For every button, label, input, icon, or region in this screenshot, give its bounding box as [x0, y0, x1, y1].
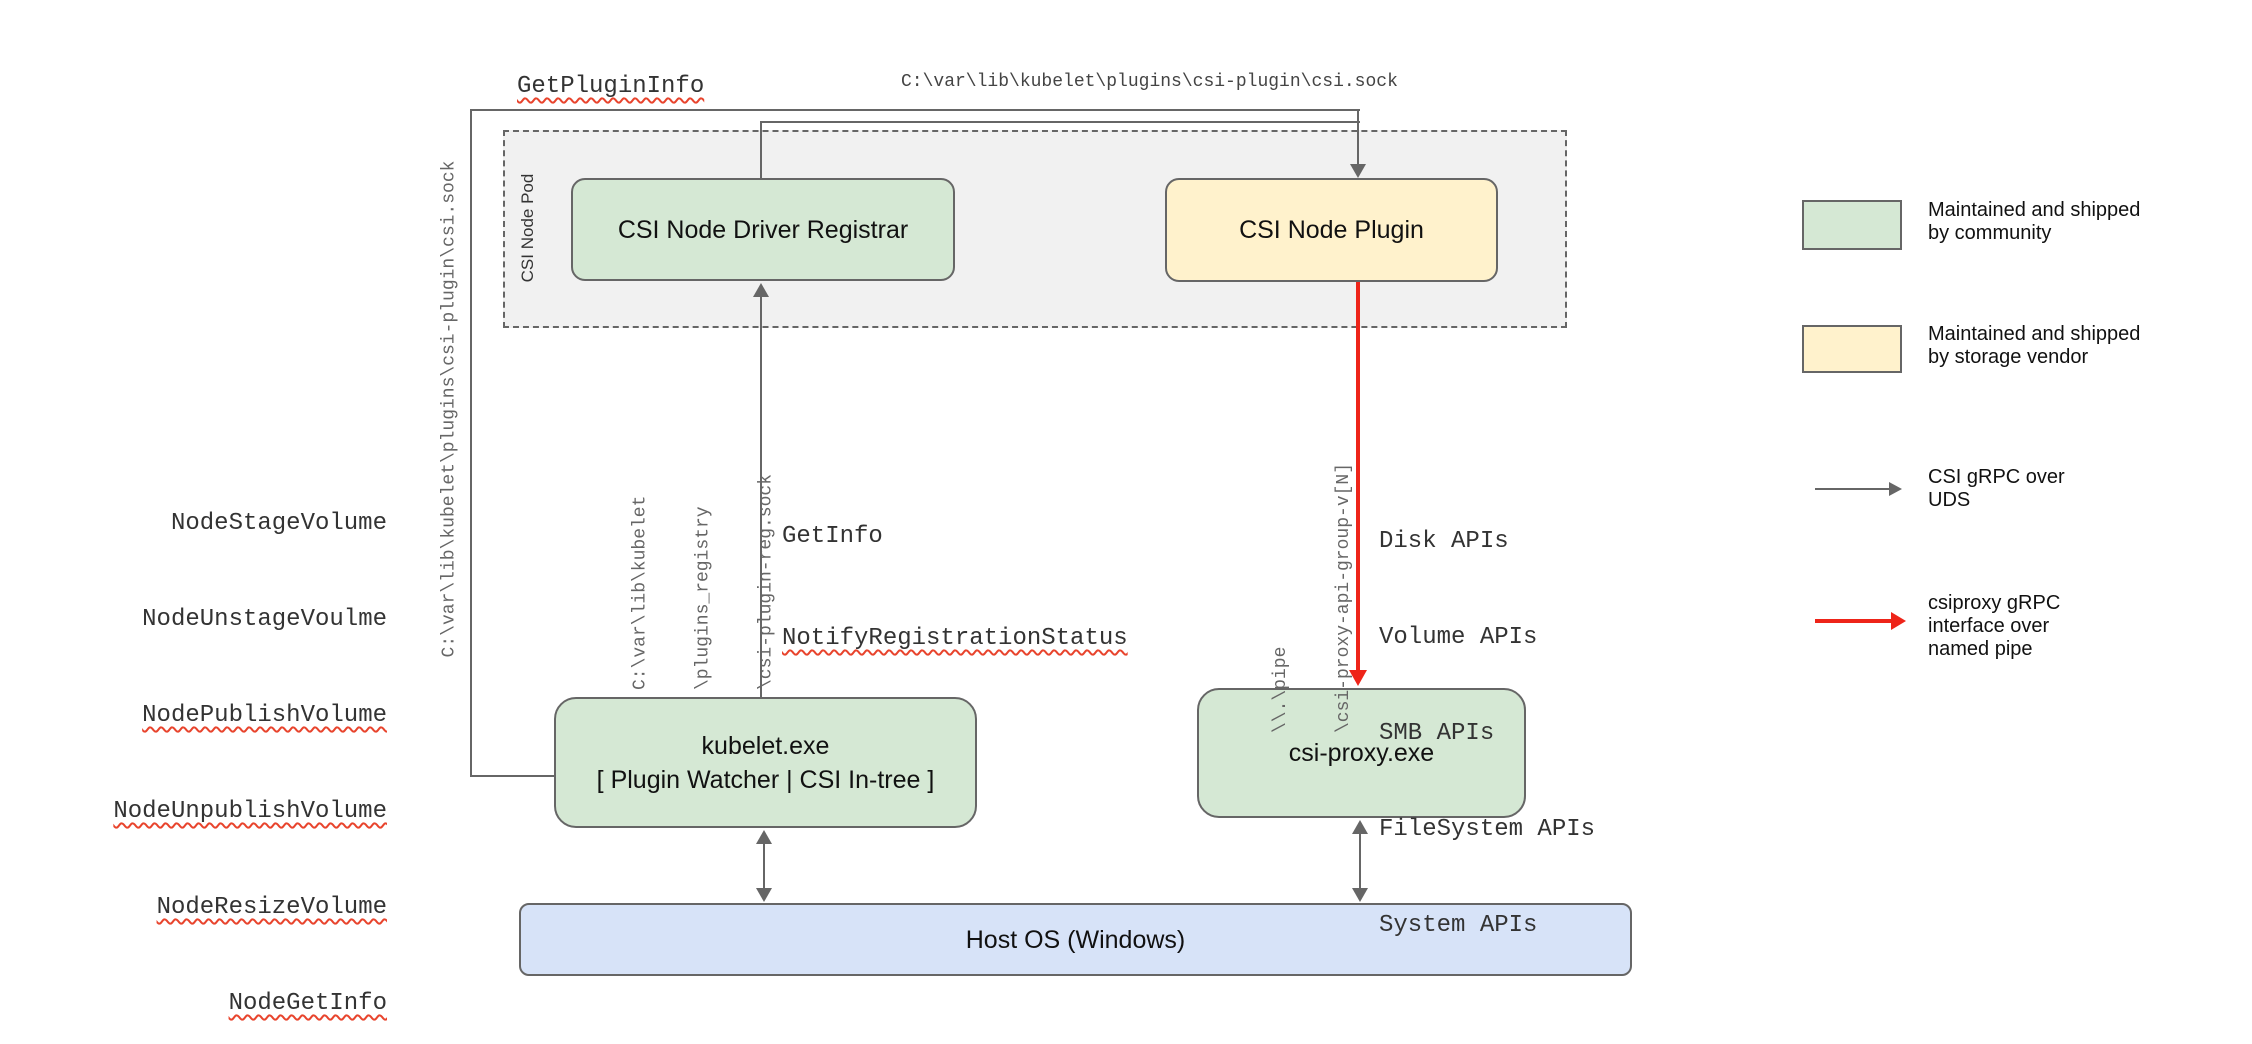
node-rpc-item: NodeResizeVolume [156, 894, 387, 921]
legend-uds-text: CSI gRPC over UDS [1928, 466, 2065, 512]
csi-node-driver-registrar-label: CSI Node Driver Registrar [617, 215, 909, 244]
kubelet-label-line2: [ Plugin Watcher | CSI In-tree ] [596, 765, 935, 794]
csi-node-driver-registrar-box: CSI Node Driver Registrar [571, 178, 955, 281]
kubelet-label-line1: kubelet.exe [701, 731, 830, 760]
notify-registration-status-label: NotifyRegistrationStatus [782, 625, 1128, 652]
uds-connector-kubelet-registrar [760, 295, 762, 697]
kubelet-hostos-down-arrowhead-icon [756, 888, 772, 902]
uds-connector-registrar-up [760, 121, 762, 179]
legend-uds-line1: CSI gRPC over [1928, 466, 2065, 488]
uds-connector-top-inner [760, 121, 1360, 123]
legend-community-line2: by community [1928, 222, 2052, 244]
get-plugin-info-label: GetPluginInfo [517, 73, 705, 100]
legend-uds-arrow-line [1815, 488, 1891, 490]
proxy-api-item: FileSystem APIs [1379, 816, 1596, 843]
legend-pipe-line1: csiproxy gRPC [1928, 592, 2061, 614]
legend-community-line1: Maintained and shipped [1928, 199, 2141, 221]
get-info-label: GetInfo [782, 523, 883, 550]
legend-pipe-line2: interface over [1928, 615, 2050, 637]
proxy-api-list: Disk APIs Volume APIs SMB APIs FileSyste… [1379, 462, 1595, 1006]
legend-uds-line2: UDS [1928, 489, 1971, 511]
proxy-api-item: System APIs [1379, 912, 1538, 939]
legend-community-swatch [1802, 200, 1902, 250]
uds-connector-plugin-drop [1357, 109, 1359, 167]
proxy-api-item: Disk APIs [1379, 528, 1509, 555]
host-os-label: Host OS (Windows) [965, 925, 1186, 954]
csi-proxy-label: csi-proxy.exe [1288, 739, 1435, 767]
registry-sock-path-line3: \csi-plugin-reg.sock [756, 473, 777, 691]
csi-node-pod-label: CSI Node Pod [518, 173, 537, 283]
registrar-rpcs-label: GetInfo NotifyRegistrationStatus [782, 452, 1128, 724]
named-pipe-path-line2: \csi-proxy-api-group-v[N] [1334, 462, 1354, 734]
legend-pipe-arrow-line [1815, 619, 1893, 623]
node-rpc-item: NodeGetInfo [228, 990, 387, 1017]
proxy-api-item: SMB APIs [1379, 720, 1495, 747]
legend-uds-arrowhead-icon [1889, 482, 1902, 496]
kubelet-hostos-up-arrowhead-icon [756, 830, 772, 844]
legend-vendor-line2: by storage vendor [1928, 346, 2089, 368]
legend-vendor-swatch [1802, 325, 1902, 373]
named-pipe-path-line1: \\.\pipe [1271, 646, 1291, 734]
csiproxy-hostos-down-arrowhead-icon [1352, 888, 1368, 902]
node-rpc-item: NodeUnstageVoulme [142, 606, 387, 633]
named-pipe-connector [1356, 282, 1360, 674]
csi-node-plugin-box: CSI Node Plugin [1165, 178, 1498, 282]
arrowhead-into-plugin-icon [1350, 164, 1366, 178]
csi-sock-path-top-label: C:\var\lib\kubelet\plugins\csi-plugin\cs… [901, 72, 1398, 92]
uds-connector-kubelet-left-vertical [470, 109, 472, 777]
proxy-api-item: Volume APIs [1379, 624, 1538, 651]
legend-pipe-line3: named pipe [1928, 638, 2033, 660]
csi-node-plugin-label: CSI Node Plugin [1239, 216, 1424, 244]
uds-connector-kubelet-left-stub [470, 775, 556, 777]
csiproxy-hostos-up-arrowhead-icon [1352, 820, 1368, 834]
named-pipe-path-label: \\.\pipe \csi-proxy-api-group-v[N] [1229, 463, 1397, 733]
node-rpc-item: NodeStageVolume [170, 510, 387, 537]
csiproxy-hostos-link [1359, 830, 1361, 892]
node-rpc-item: NodePublishVolume [142, 702, 387, 729]
kubelet-hostos-link [763, 840, 765, 892]
csi-sock-path-left-label: C:\var\lib\kubelet\plugins\csi-plugin\cs… [439, 160, 460, 658]
node-rpc-list: NodeStageVolume NodeUnstageVoulme NodePu… [77, 444, 387, 1044]
legend-pipe-text: csiproxy gRPC interface over named pipe [1928, 592, 2060, 661]
csi-proxy-box: csi-proxy.exe [1197, 688, 1526, 818]
node-rpc-item: NodeUnpublishVolume [113, 798, 387, 825]
arrowhead-into-registrar-icon [753, 283, 769, 297]
uds-connector-top-outer [470, 109, 1360, 111]
registry-sock-path-line1: C:\var\lib\kubelet [630, 495, 651, 691]
legend-vendor-line1: Maintained and shipped [1928, 323, 2141, 345]
legend-community-text: Maintained and shipped by community [1928, 199, 2140, 245]
registry-sock-path-line2: \plugins_registry [693, 506, 714, 691]
legend-vendor-text: Maintained and shipped by storage vendor [1928, 323, 2140, 369]
red-arrowhead-into-csi-proxy-icon [1349, 670, 1367, 686]
kubelet-box: kubelet.exe [ Plugin Watcher | CSI In-tr… [554, 697, 977, 828]
host-os-box: Host OS (Windows) [519, 903, 1632, 976]
legend-pipe-arrowhead-icon [1891, 612, 1906, 630]
